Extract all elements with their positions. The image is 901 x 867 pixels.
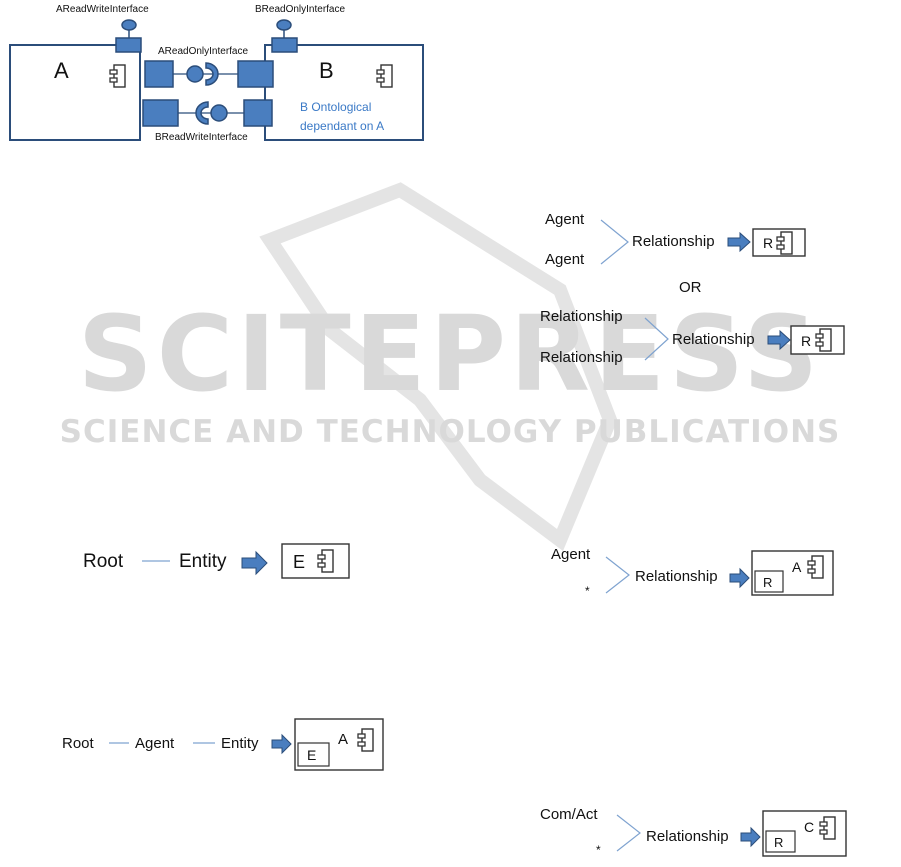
- rule1-input2: Agent: [545, 251, 585, 268]
- component-a-label: A: [54, 58, 69, 83]
- dependency-note-line2: dependant on A: [300, 119, 384, 133]
- rule6-inner-box: [765, 830, 796, 853]
- a-readonly-socket-icon: [205, 62, 219, 86]
- rule6-inner-label: R: [774, 835, 783, 850]
- rule5-outer-label: A: [338, 731, 348, 748]
- a-readonly-ball-icon: [186, 65, 204, 83]
- rule4-outer-label: A: [792, 559, 802, 575]
- or-separator: OR: [679, 279, 702, 296]
- a-readwrite-lollipop-icon: [121, 19, 137, 31]
- component-b-box: [264, 44, 424, 141]
- rule1-output: Relationship: [632, 233, 715, 250]
- rule4-output: Relationship: [635, 568, 718, 585]
- rule3-result-box: [281, 543, 350, 579]
- rule5-node1: Root: [62, 735, 95, 752]
- rule3-arrow-icon: [241, 550, 268, 576]
- rule4-input2: *: [585, 584, 590, 598]
- rule6-output: Relationship: [646, 828, 729, 845]
- b-readwrite-required-port: [142, 99, 179, 127]
- a-readwrite-port: [115, 37, 142, 53]
- b-readonly-lollipop-icon: [276, 19, 292, 31]
- rule2-arrow-icon: [767, 329, 791, 351]
- watermark: SCITEPRESS SCIENCE AND TECHNOLOGY PUBLIC…: [60, 182, 841, 551]
- rule6-input1: Com/Act: [540, 806, 598, 823]
- a-readonly-interface-label: AReadOnlyInterface: [158, 46, 248, 57]
- rule3-result-label: E: [293, 552, 305, 572]
- b-readwrite-ball-icon: [210, 104, 228, 122]
- rule-comact-star: Com/Act * Relationship C R: [540, 806, 847, 857]
- rule-agent-star: Agent * Relationship A R: [551, 546, 834, 598]
- watermark-main-text: SCITEPRESS: [78, 293, 822, 415]
- rule2-result-box: [790, 325, 845, 355]
- rule5-arrow-icon: [271, 733, 292, 755]
- b-readonly-port: [271, 37, 298, 53]
- rule-rel-rel: Relationship Relationship Relationship R: [540, 308, 845, 366]
- dependency-note-line1: B Ontological: [300, 100, 371, 114]
- rule4-arrow-icon: [729, 567, 750, 589]
- rule1-result-box: [752, 228, 806, 257]
- rule4-inner-box: [754, 570, 784, 593]
- rule2-output: Relationship: [672, 331, 755, 348]
- rule2-result-label: R: [801, 333, 811, 349]
- rule5-node2: Agent: [135, 735, 175, 752]
- component-a-box: [9, 44, 141, 141]
- rule-agent-agent: Agent Agent Relationship R: [545, 211, 806, 268]
- rule5-inner-label: E: [307, 747, 316, 763]
- rule5-node3: Entity: [221, 735, 259, 752]
- a-readonly-required-port: [237, 60, 274, 88]
- component-b-label: B: [319, 58, 334, 83]
- rule4-input1: Agent: [551, 546, 591, 563]
- rule5-inner-box: [297, 742, 330, 767]
- b-readwrite-interface-label: BReadWriteInterface: [155, 132, 248, 143]
- watermark-book-shape: [259, 182, 618, 551]
- rule6-arrow-icon: [740, 826, 761, 848]
- rule2-input1: Relationship: [540, 308, 623, 325]
- rule6-input2: *: [596, 843, 601, 857]
- b-readonly-interface-label: BReadOnlyInterface: [255, 4, 345, 15]
- rule2-input2: Relationship: [540, 349, 623, 366]
- rule3-node2: Entity: [179, 551, 227, 572]
- a-readonly-provided-port: [144, 60, 174, 88]
- watermark-sub-text: SCIENCE AND TECHNOLOGY PUBLICATIONS: [60, 414, 841, 450]
- a-readwrite-interface-label: AReadWriteInterface: [56, 4, 149, 15]
- rule1-arrow-icon: [727, 231, 751, 253]
- rule1-input1: Agent: [545, 211, 585, 228]
- rule4-inner-label: R: [763, 575, 772, 590]
- rule3-node1: Root: [83, 551, 124, 572]
- rule6-outer-label: C: [804, 819, 814, 835]
- component-dependency-diagram: A B AReadWriteInterface BReadOnlyInterfa…: [9, 4, 424, 143]
- rule1-result-label: R: [763, 235, 773, 251]
- rule-root-entity: Root Entity E: [83, 543, 350, 579]
- b-readwrite-socket-icon: [195, 101, 209, 125]
- rule-root-agent-entity: Root Agent Entity A E: [62, 718, 384, 771]
- b-readwrite-provided-port: [243, 99, 273, 127]
